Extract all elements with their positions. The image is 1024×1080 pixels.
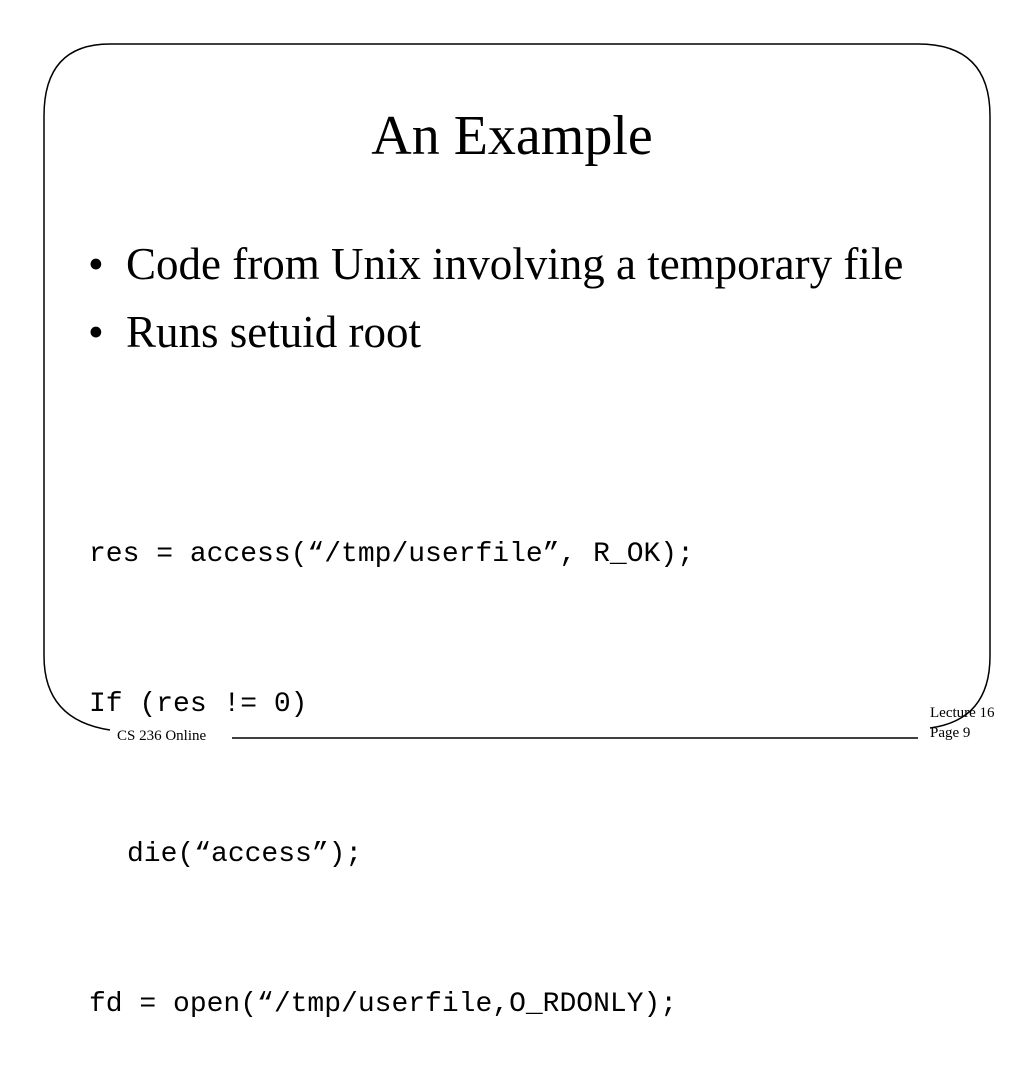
bullet-text: Runs setuid root xyxy=(126,307,422,357)
bullet-dot: • xyxy=(88,239,104,289)
bullet-item: • Runs setuid root xyxy=(88,306,958,358)
bullet-dot: • xyxy=(88,307,104,357)
slide-border-outline xyxy=(43,43,991,739)
code-block: res = access(“/tmp/userfile”, R_OK); If … xyxy=(89,430,694,1080)
slide-border-frame xyxy=(43,43,991,739)
code-line: If (res != 0) xyxy=(89,689,308,720)
bullet-item: • Code from Unix involving a temporary f… xyxy=(88,238,958,290)
code-line: die(“access”); xyxy=(127,839,363,870)
footer-page-label: Page 9 xyxy=(930,725,971,741)
code-line: res = access(“/tmp/userfile”, R_OK); xyxy=(89,539,694,570)
footer-lecture-info: Lecture 16 Page 9 xyxy=(930,703,995,743)
bullet-text: Code from Unix involving a temporary fil… xyxy=(126,239,904,289)
slide-title: An Example xyxy=(371,105,653,167)
code-line: fd = open(“/tmp/userfile,O_RDONLY); xyxy=(89,989,678,1020)
footer-lecture-label: Lecture 16 xyxy=(930,705,995,721)
bullet-list: • Code from Unix involving a temporary f… xyxy=(88,238,958,374)
footer-course-label: CS 236 Online xyxy=(117,728,207,744)
